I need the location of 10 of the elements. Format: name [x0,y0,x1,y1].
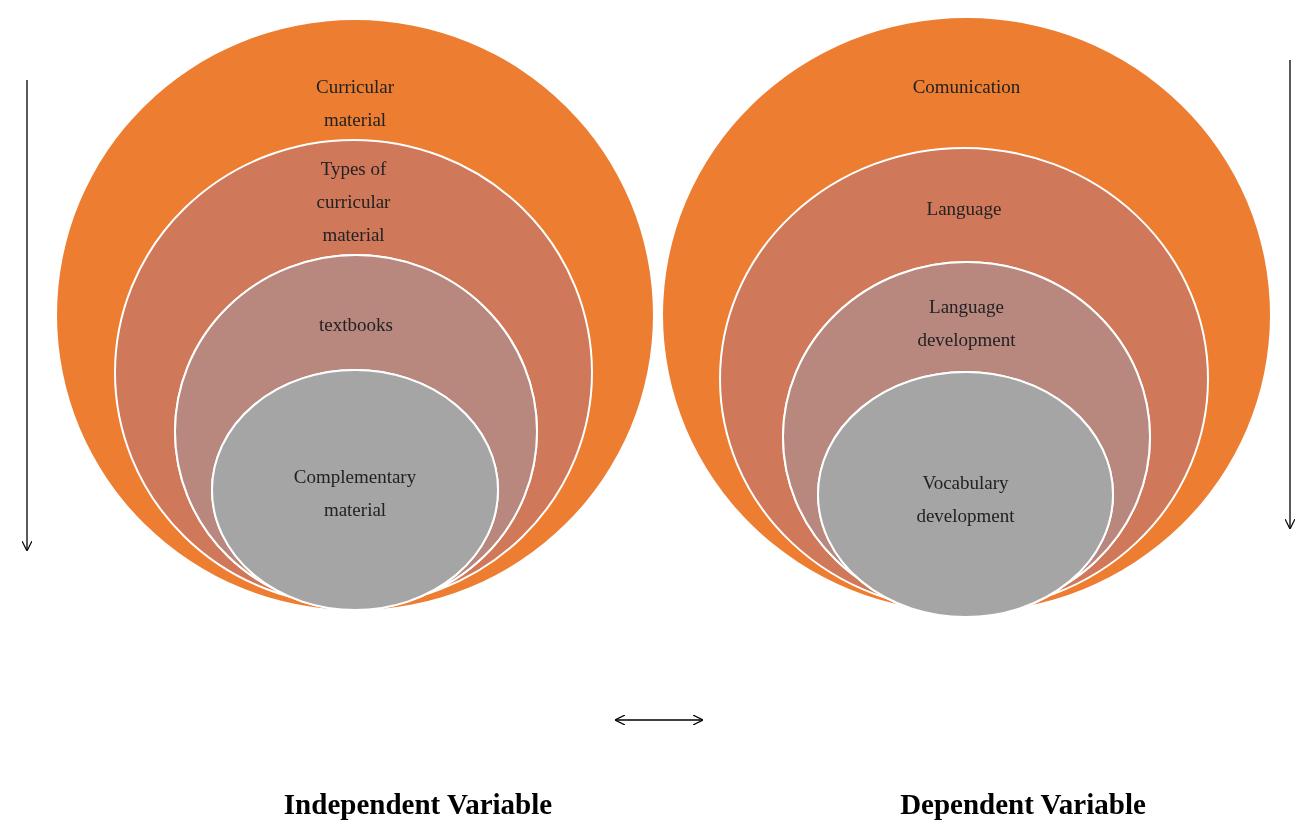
circle-label: Comunication [911,75,1022,99]
variable-heading: Dependent Variable [900,788,1146,821]
circle-label: Vocabulary development [915,471,1016,528]
circle-label: Language development [916,295,1017,352]
circle-label: Language [925,197,1003,221]
circle-label: Complementary material [292,465,418,522]
circle-label: Types of curricular material [315,157,392,247]
variable-heading: Independent Variable [283,788,553,821]
circle-label: textbooks [318,313,394,337]
circle-label: Curricular material [314,75,396,132]
